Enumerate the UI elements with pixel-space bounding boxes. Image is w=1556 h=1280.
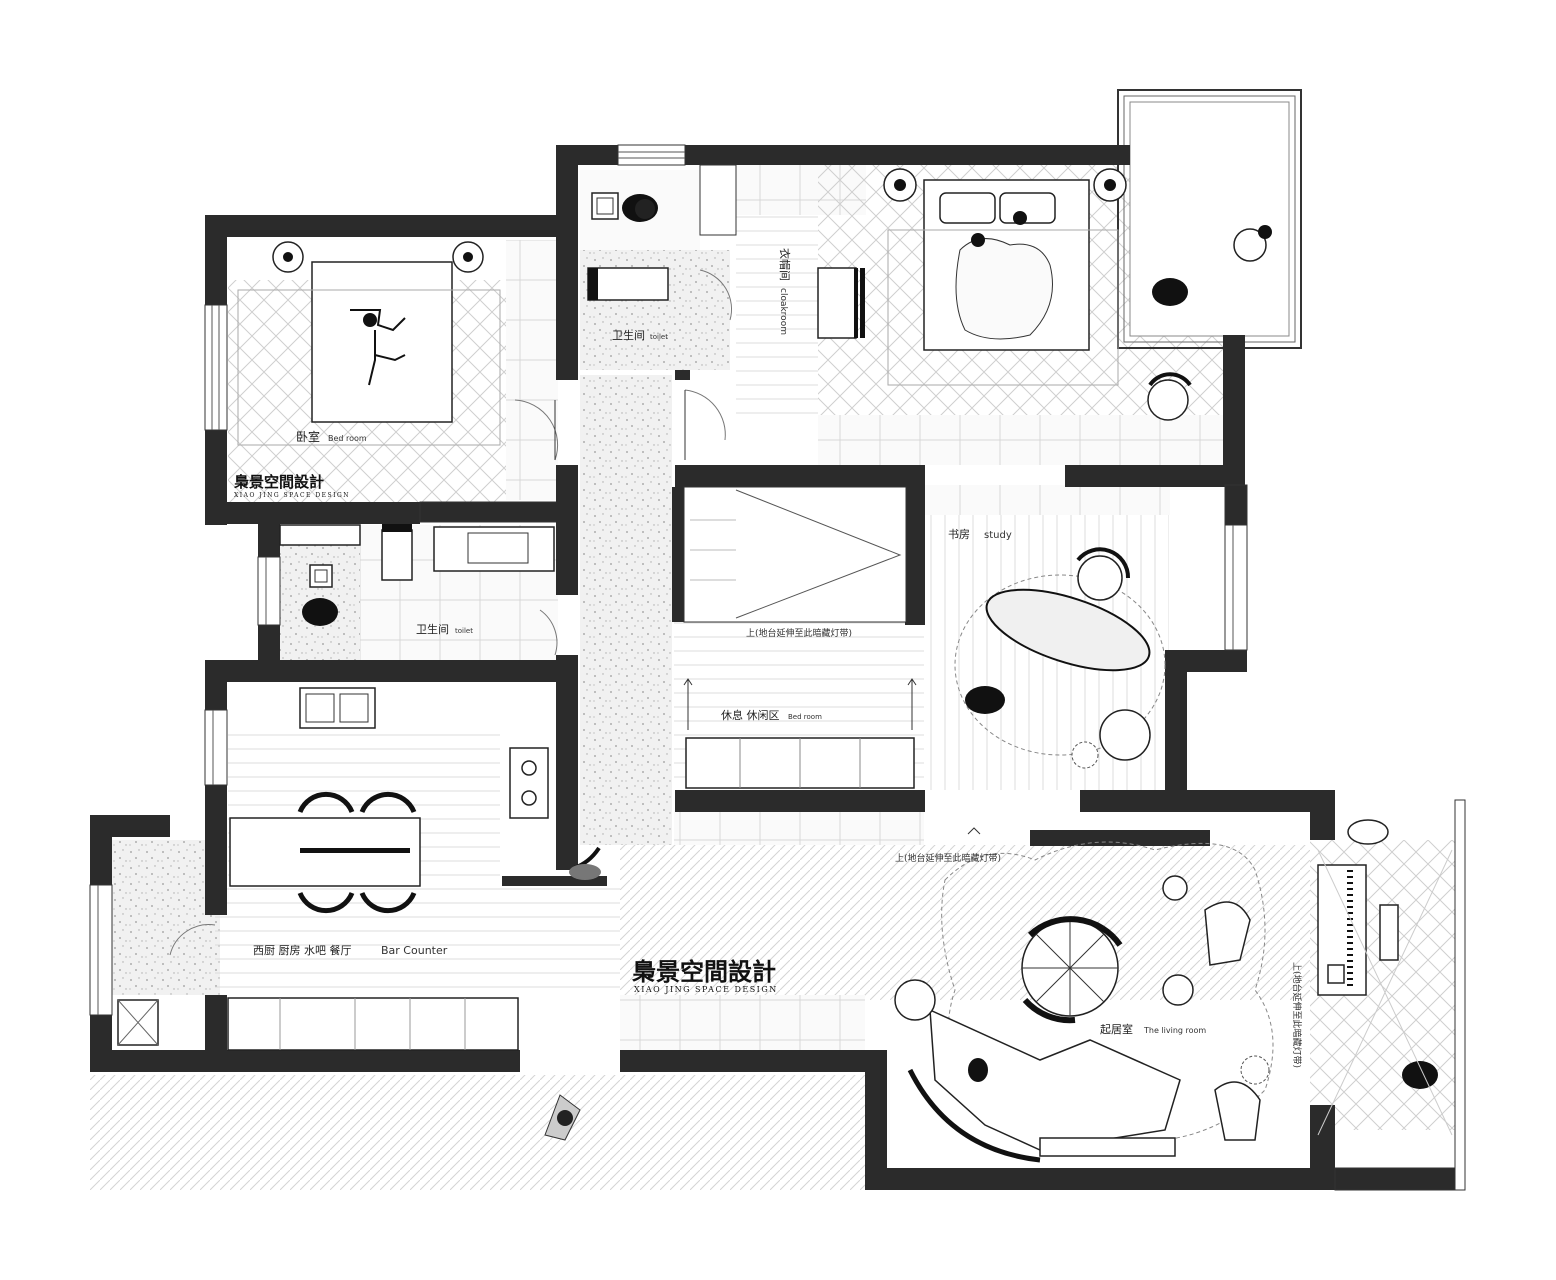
step-up-living: 上(地台延伸至此暗藏灯带): [895, 852, 1001, 864]
leisure-bench: [685, 680, 915, 789]
toilet-top-cn: 卫生间: [612, 328, 645, 342]
step-up-right: 上(地台延伸至此暗藏灯带): [1291, 962, 1303, 1068]
walls: [90, 145, 1466, 1191]
balcony-outline: [1117, 89, 1302, 349]
brand-sub-large: XIAO JING SPACE DESIGN: [634, 985, 778, 994]
step-arrow-icon: [907, 678, 917, 686]
cloakroom-en: cloakroom: [778, 288, 788, 335]
brand-name-large: 梟景空間設計: [631, 957, 776, 986]
room-labels: 卧室 Bed room 卫生间 toilet 衣帽间 cloakroom 卫生间…: [253, 248, 1206, 1036]
leisure-en: Bed room: [788, 713, 822, 721]
cloakroom-cn: 衣帽间: [778, 248, 792, 281]
staircase: [683, 486, 907, 623]
cloakroom-shelves: [817, 267, 865, 339]
bedroom-left-cn: 卧室: [296, 429, 320, 444]
living-en: The living room: [1143, 1026, 1206, 1035]
study-furniture: [954, 547, 1166, 769]
toilet-top-en: toilet: [650, 333, 668, 341]
step-arrow-icon: [967, 827, 981, 835]
windows: [89, 144, 1466, 1191]
brand-mark-large: 梟景空間設計 XIAO JING SPACE DESIGN: [631, 957, 778, 994]
middle-toilet-fixtures: [279, 524, 555, 626]
step-up-leisure: 上(地台延伸至此暗藏灯带): [746, 627, 852, 639]
brand-sub-small: XIAO JING SPACE DESIGN: [234, 492, 350, 499]
figures: [544, 199, 655, 1141]
brand-name-small: 梟景空間設計: [233, 473, 324, 491]
bedroom-left-en: Bed room: [328, 434, 367, 443]
right-bedroom-bed: [883, 168, 1272, 421]
kitchen-en: Bar Counter: [381, 944, 448, 957]
doors: [169, 269, 733, 956]
study-cn: 书房: [948, 528, 970, 541]
toilet-mid-cn: 卫生间: [416, 622, 449, 636]
piano-room-furniture: [1317, 819, 1453, 1136]
toilet-mid-en: toilet: [455, 627, 473, 635]
kitchen-cn: 西厨 厨房 水吧 餐厅: [253, 943, 352, 957]
kitchen-fixtures: [117, 687, 549, 1051]
brand-mark-small: 梟景空間設計 XIAO JING SPACE DESIGN: [233, 473, 350, 499]
living-cn: 起居室: [1100, 1022, 1133, 1036]
step-annotations: 上(地台延伸至此暗藏灯带) 上(地台延伸至此暗藏灯带) 上(地台延伸至此暗藏灯带…: [683, 627, 1303, 1068]
left-bedroom-bed: [237, 241, 501, 446]
leisure-cn: 休息 休闲区: [721, 708, 780, 722]
study-en: study: [984, 530, 1012, 541]
step-arrow-icon: [683, 678, 693, 686]
living-room-furniture: [894, 841, 1274, 1163]
